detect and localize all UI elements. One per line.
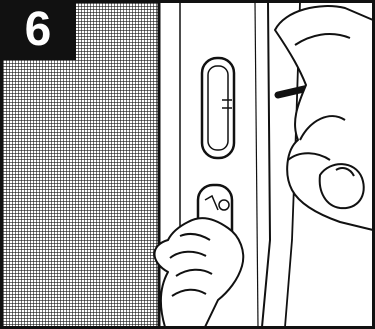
sensor-magnet bbox=[202, 58, 234, 158]
right-hand bbox=[275, 6, 373, 230]
step-number-badge: 6 bbox=[0, 0, 76, 60]
sash-vertical-line bbox=[255, 2, 258, 327]
step-number: 6 bbox=[25, 6, 52, 54]
left-hand bbox=[155, 218, 244, 327]
